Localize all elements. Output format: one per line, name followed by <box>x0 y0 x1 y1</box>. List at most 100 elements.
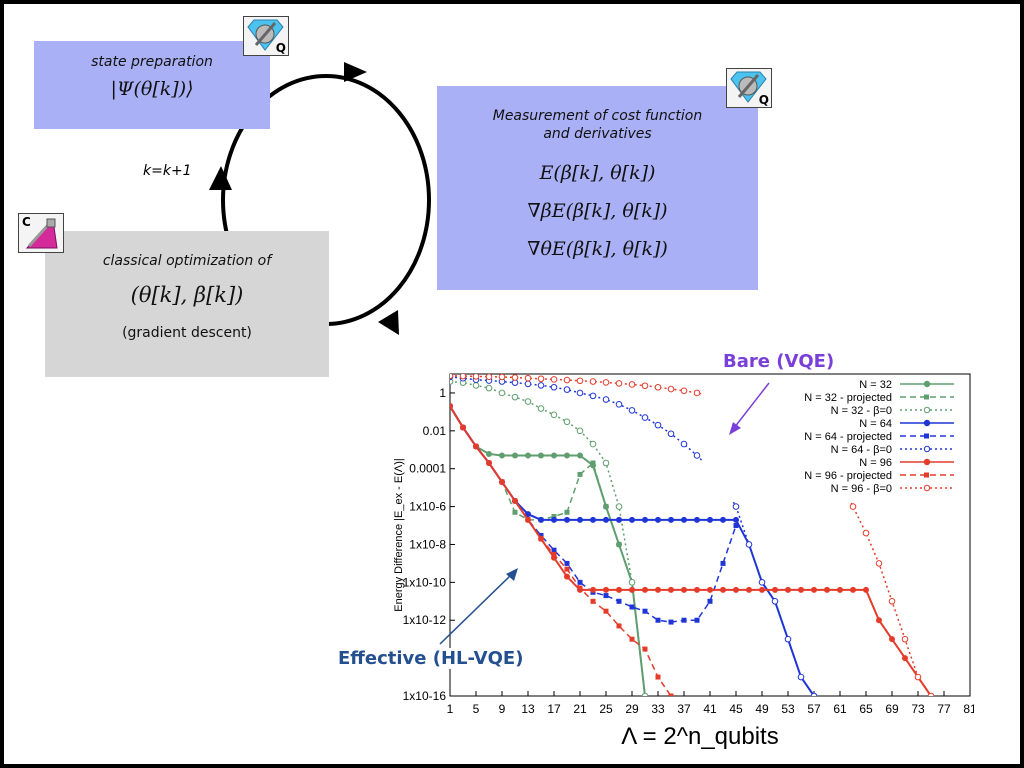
data-point <box>564 566 570 572</box>
data-point <box>914 673 922 681</box>
data-point <box>641 692 649 696</box>
data-point <box>901 635 909 643</box>
data-point <box>498 374 506 381</box>
data-point <box>875 560 883 567</box>
x-axis-label: Λ = 2^n_qubits <box>621 723 778 749</box>
data-point <box>577 585 583 591</box>
data-point <box>888 597 896 605</box>
legend-marker <box>923 445 931 453</box>
data-point <box>538 516 544 523</box>
data-point <box>785 586 791 593</box>
data-point <box>629 586 635 593</box>
data-point <box>745 541 753 548</box>
beta-gradient-formula: ∇βE(β[k], θ[k]) <box>527 200 668 222</box>
legend-label: N = 64 - projected <box>804 431 892 443</box>
data-point <box>733 523 739 529</box>
series-line <box>450 405 672 696</box>
energy-difference-chart: 10.010.00011x10-61x10-81x10-101x10-121x1… <box>393 373 974 749</box>
x-tick-label: 5 <box>473 702 480 716</box>
loop-arrow-left <box>209 166 232 190</box>
data-point <box>772 586 778 593</box>
x-tick-label: 25 <box>599 702 613 716</box>
data-point <box>525 452 531 459</box>
gem-sphere-icon <box>730 71 767 103</box>
data-point <box>628 407 636 414</box>
legend-label: N = 96 <box>859 457 892 469</box>
data-point <box>693 452 701 459</box>
data-point <box>563 418 571 426</box>
data-point <box>616 623 622 629</box>
data-point <box>577 452 583 459</box>
data-point <box>511 374 519 381</box>
data-point <box>576 427 584 435</box>
x-tick-label: 29 <box>625 702 639 716</box>
data-point <box>733 516 739 523</box>
data-point <box>655 674 661 680</box>
data-point <box>629 516 635 523</box>
data-point <box>668 693 674 696</box>
data-point <box>720 560 726 566</box>
data-point <box>693 389 701 397</box>
data-point <box>486 460 492 466</box>
data-point <box>707 516 713 523</box>
x-tick-label: 21 <box>573 702 587 716</box>
data-point <box>850 586 856 593</box>
data-point <box>642 586 648 593</box>
x-tick-label: 69 <box>885 702 899 716</box>
x-tick-label: 65 <box>859 702 873 716</box>
legend-label: N = 32 - projected <box>804 392 892 404</box>
data-point <box>499 479 505 485</box>
data-point <box>564 509 570 515</box>
x-tick-label: 41 <box>703 702 717 716</box>
x-tick-label: 53 <box>781 702 795 716</box>
data-point <box>668 586 674 593</box>
data-point <box>603 504 609 510</box>
data-point <box>577 516 583 523</box>
data-point <box>629 636 635 642</box>
data-point <box>837 586 843 593</box>
data-point <box>616 516 622 523</box>
data-point <box>563 376 571 384</box>
data-point <box>732 503 740 510</box>
legend-marker <box>924 433 929 439</box>
data-point <box>668 516 674 523</box>
data-point <box>902 655 908 662</box>
data-point <box>694 617 700 623</box>
data-point <box>602 379 610 386</box>
y-tick-label: 1x10-8 <box>409 537 446 551</box>
y-tick-label: 1x10-10 <box>403 575 447 589</box>
data-point <box>654 383 662 391</box>
classical-computer-icon: C <box>18 213 64 253</box>
plot-area <box>450 374 935 696</box>
data-point <box>681 586 687 593</box>
data-point <box>564 452 570 459</box>
data-point <box>498 389 506 397</box>
optimization-title: classical optimization of <box>102 253 272 269</box>
state-preparation-box: state preparation |Ψ(θ[k])⟩ <box>34 41 270 129</box>
data-point <box>655 516 661 523</box>
data-point <box>551 513 557 519</box>
data-point <box>524 374 532 382</box>
data-point <box>616 586 622 593</box>
data-point <box>577 579 583 585</box>
data-point <box>450 374 454 380</box>
data-point <box>602 396 610 403</box>
state-preparation-title: state preparation <box>91 54 213 70</box>
theta-gradient-formula: ∇θE(β[k], θ[k]) <box>527 238 668 260</box>
y-tick-label: 0.0001 <box>409 462 446 476</box>
legend-label: N = 96 - projected <box>804 470 892 482</box>
data-point <box>642 608 648 614</box>
data-point <box>733 586 739 593</box>
legend-marker <box>923 419 931 427</box>
data-point <box>589 392 597 400</box>
data-point <box>655 586 661 593</box>
legend-marker <box>924 472 929 478</box>
data-point <box>667 385 675 393</box>
data-point <box>798 586 804 593</box>
data-point <box>680 387 688 395</box>
data-point <box>603 608 609 614</box>
data-point <box>681 617 687 623</box>
data-point <box>603 516 609 523</box>
data-point <box>472 382 480 389</box>
data-point <box>668 619 674 625</box>
